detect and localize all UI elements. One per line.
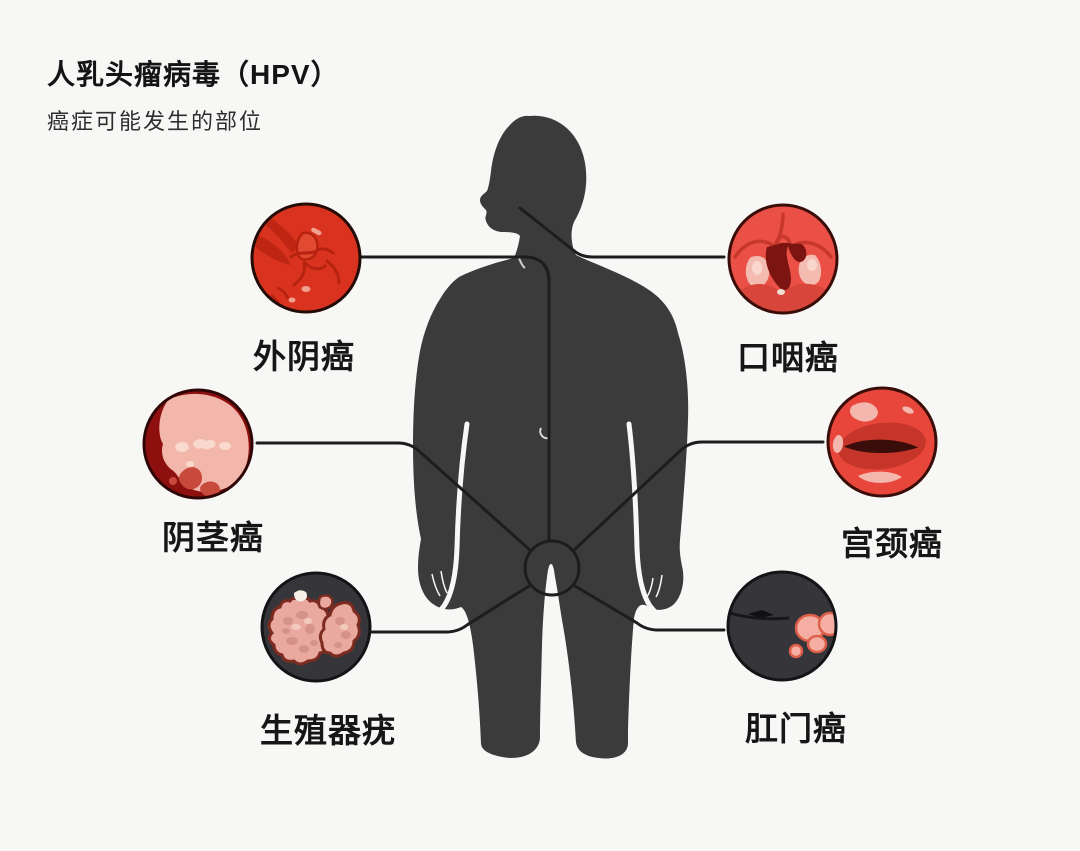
throat-illustration-icon — [727, 203, 839, 315]
left-hand-finger-lines — [431, 570, 448, 597]
callout-vulvar-cancer — [248, 200, 364, 316]
connector-oropharyngeal — [518, 206, 726, 259]
left-arm-gap — [435, 421, 470, 616]
page-subtitle: 癌症可能发生的部位 — [47, 108, 264, 134]
callout-anal-cancer — [724, 568, 840, 684]
vulva-illustration-icon — [250, 202, 362, 314]
label-genital-warts: 生殖器疣 — [260, 712, 396, 749]
connector-cervical — [572, 440, 825, 552]
warts-illustration-icon — [260, 571, 372, 683]
right-arm-gap — [626, 421, 659, 616]
page-title: 人乳头瘤病毒（HPV） — [47, 59, 340, 90]
connector-penile — [255, 441, 533, 553]
penis-illustration-icon — [142, 388, 254, 500]
connector-vulvar — [360, 255, 551, 542]
callout-penile-cancer — [140, 386, 256, 502]
callout-genital-warts — [258, 569, 374, 685]
connector-anal — [573, 584, 726, 632]
cervix-illustration-icon — [826, 386, 938, 498]
body-silhouette — [413, 115, 689, 759]
clavicle-notch — [518, 257, 526, 269]
groin-ring — [523, 539, 581, 597]
callout-oropharyngeal-cancer — [725, 201, 841, 317]
callout-cervical-cancer — [824, 384, 940, 500]
connector-genital-warts — [370, 584, 531, 634]
label-cervical-cancer: 宫颈癌 — [841, 525, 943, 562]
label-vulvar-cancer: 外阴癌 — [253, 338, 355, 375]
anus-illustration-icon — [726, 570, 838, 682]
label-oropharyngeal-cancer: 口咽癌 — [737, 339, 839, 376]
label-penile-cancer: 阴茎癌 — [162, 519, 264, 556]
label-anal-cancer: 肛门癌 — [745, 710, 847, 747]
right-hand-finger-lines — [645, 574, 663, 599]
header: 人乳头瘤病毒（HPV） 癌症可能发生的部位 — [47, 58, 340, 136]
